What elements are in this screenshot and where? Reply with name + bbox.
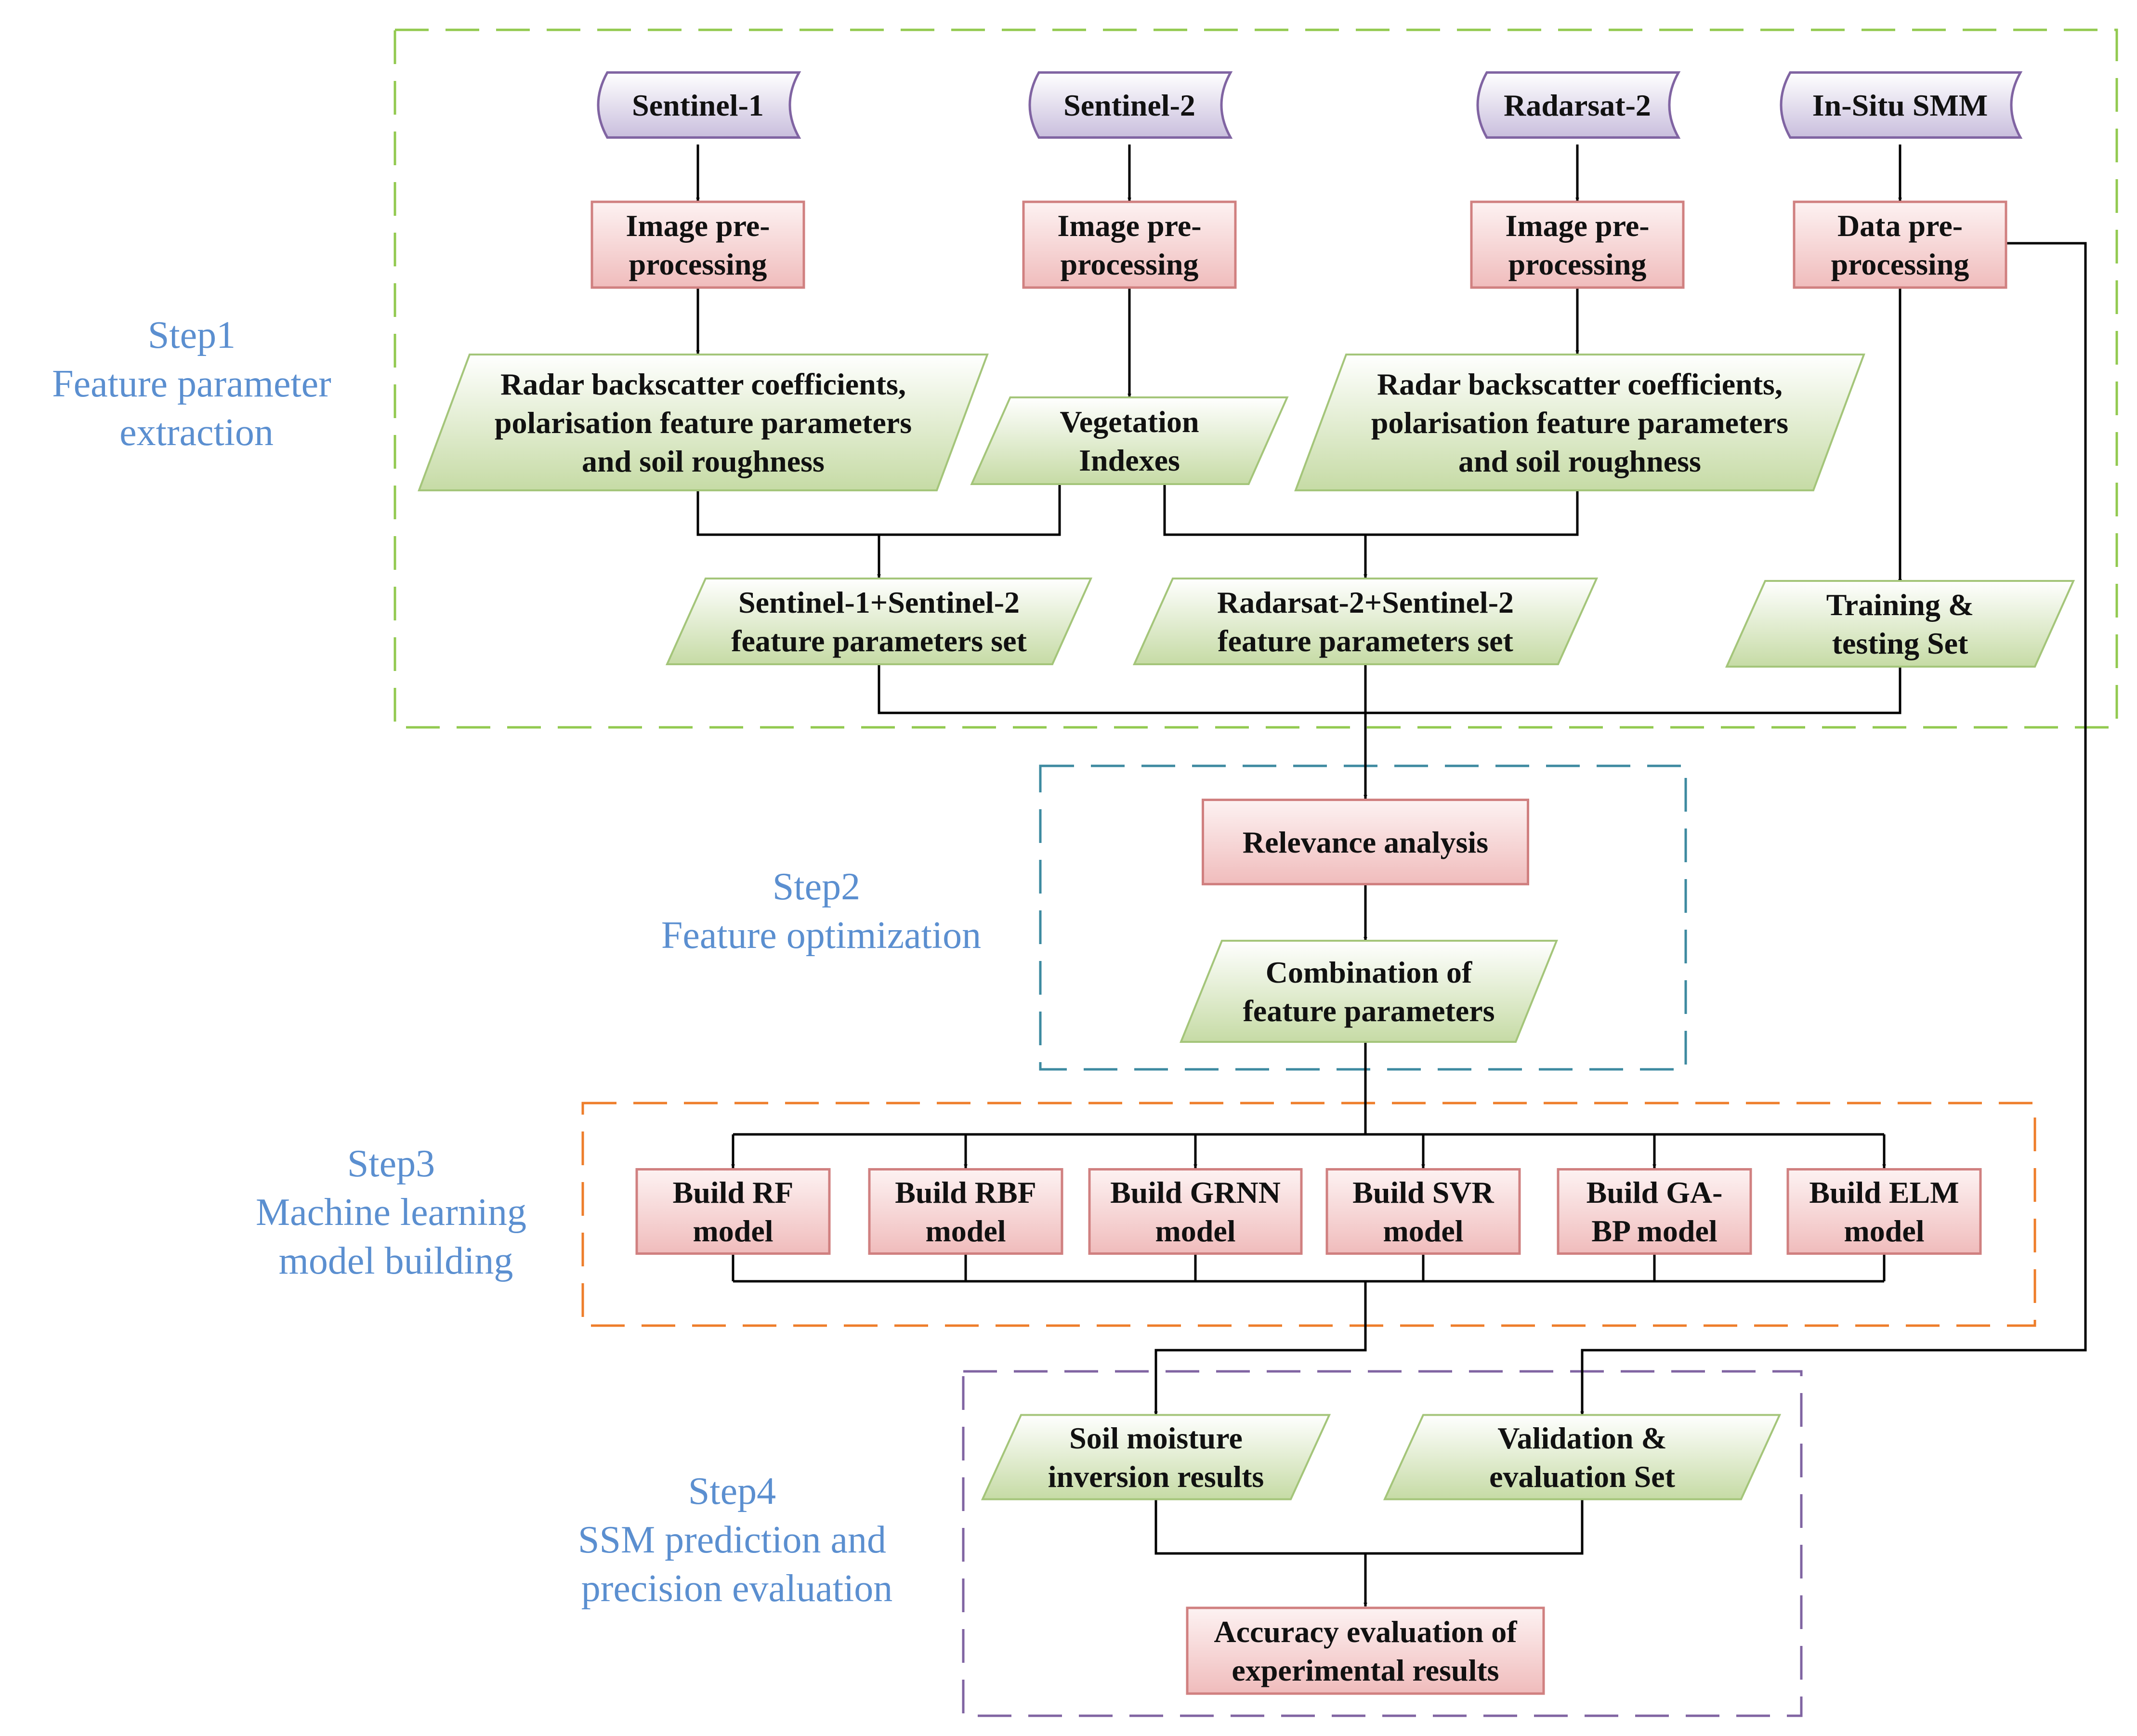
- step1-label: Step1 Feature parameter extraction: [52, 314, 341, 454]
- s1-radar-features-shape: [418, 354, 989, 491]
- soil-moisture-inversion-results-shape: [981, 1414, 1331, 1500]
- vegetation-indexes-shape: [970, 396, 1289, 485]
- radarsat2-source-label: Radarsat-2: [1504, 88, 1651, 122]
- sentinel1-source: Sentinel-1: [597, 71, 801, 139]
- s2-preprocessing-box-label: Image pre-processing: [1057, 209, 1201, 281]
- relevance-analysis-box: Relevance analysis: [1202, 799, 1529, 885]
- r2-preprocessing-box: Image pre-processing: [1470, 200, 1685, 289]
- step4-frame: [962, 1370, 1803, 1717]
- step-frames: [393, 28, 2118, 1717]
- training-testing-set: Training &testing Set: [1725, 580, 2075, 668]
- r2-radar-features-shape: [1294, 354, 1865, 491]
- step4-label: Step4 SSM prediction and precision evalu…: [578, 1470, 896, 1610]
- model-gabp-box-shape: [1557, 1168, 1752, 1255]
- model-rf-box-shape: [635, 1168, 831, 1255]
- model-elm-box-shape: [1786, 1168, 1982, 1255]
- validation-evaluation-set-label: Validation &evaluation Set: [1489, 1421, 1675, 1494]
- step-labels: Step1 Feature parameter extraction Step2…: [52, 314, 981, 1610]
- radarsat2-source-shape: [1476, 71, 1681, 139]
- step2-label: Step2 Feature optimization: [661, 866, 981, 957]
- connectors: [696, 145, 2087, 1607]
- insitu-smm-source-label: In-Situ SMM: [1812, 88, 1988, 122]
- model-rbf-box-shape: [868, 1168, 1063, 1255]
- model-gabp-box: Build GA-BP model: [1557, 1168, 1752, 1255]
- insitu-smm-source: In-Situ SMM: [1780, 71, 2023, 139]
- sentinel2-source-label: Sentinel-2: [1063, 88, 1195, 122]
- sentinel1-source-shape: [597, 71, 801, 139]
- sentinel1-source-label: Sentinel-1: [632, 88, 764, 122]
- s1-preprocessing-box-label: Image pre-processing: [626, 209, 770, 281]
- merge-inversion-validation: [1154, 1498, 1584, 1555]
- r2-radar-features-label: Radar backscatter coefficients,polarisat…: [1371, 367, 1788, 478]
- s1-preprocessing-box-shape: [590, 200, 805, 289]
- relevance-analysis-box-label: Relevance analysis: [1243, 825, 1488, 859]
- merge-s2-r2-features: [1163, 482, 1579, 536]
- merge-sets-bus: [878, 664, 1901, 714]
- insitu-smm-source-shape: [1780, 71, 2023, 139]
- r2-preprocessing-box-label: Image pre-processing: [1505, 209, 1649, 281]
- accuracy-evaluation-box-shape: [1186, 1606, 1545, 1695]
- r2-radar-features: Radar backscatter coefficients,polarisat…: [1294, 354, 1865, 491]
- s1-radar-features-label: Radar backscatter coefficients,polarisat…: [495, 367, 912, 478]
- s2-preprocessing-box-shape: [1022, 200, 1237, 289]
- arrow-insitu-to-validation: [1580, 242, 2087, 1416]
- arrow-models-to-inversion: [1154, 1281, 1367, 1416]
- r2s2-feature-set-shape: [1132, 578, 1599, 665]
- sentinel2-source: Sentinel-2: [1028, 71, 1233, 139]
- insitu-preprocessing-box-shape: [1793, 200, 2007, 289]
- model-gabp-box-label: Build GA-BP model: [1586, 1175, 1723, 1248]
- training-testing-set-shape: [1725, 580, 2075, 668]
- s1-radar-features: Radar backscatter coefficients,polarisat…: [418, 354, 989, 491]
- relevance-analysis-box-shape: [1202, 799, 1529, 885]
- sentinel2-source-shape: [1028, 71, 1233, 139]
- model-svr-box-shape: [1325, 1168, 1521, 1255]
- s1-preprocessing-box: Image pre-processing: [590, 200, 805, 289]
- r2-preprocessing-box-shape: [1470, 200, 1685, 289]
- validation-evaluation-set-shape: [1383, 1414, 1782, 1500]
- insitu-preprocessing-box-label: Data pre-processing: [1831, 209, 1969, 281]
- feature-combination-shape: [1180, 940, 1558, 1043]
- insitu-preprocessing-box: Data pre-processing: [1793, 200, 2007, 289]
- s1s2-feature-set-shape: [665, 578, 1093, 665]
- step2-frame: [1039, 764, 1687, 1071]
- model-grnn-box-shape: [1088, 1168, 1303, 1255]
- validation-evaluation-set: Validation &evaluation Set: [1383, 1414, 1782, 1500]
- radarsat2-source: Radarsat-2: [1476, 71, 1681, 139]
- training-testing-set-label: Training &testing Set: [1826, 588, 1974, 660]
- step1-frame: [393, 28, 2118, 729]
- s2-preprocessing-box: Image pre-processing: [1022, 200, 1237, 289]
- step3-label: Step3 Machine learning model building: [256, 1143, 536, 1282]
- step3-frame: [581, 1102, 2036, 1327]
